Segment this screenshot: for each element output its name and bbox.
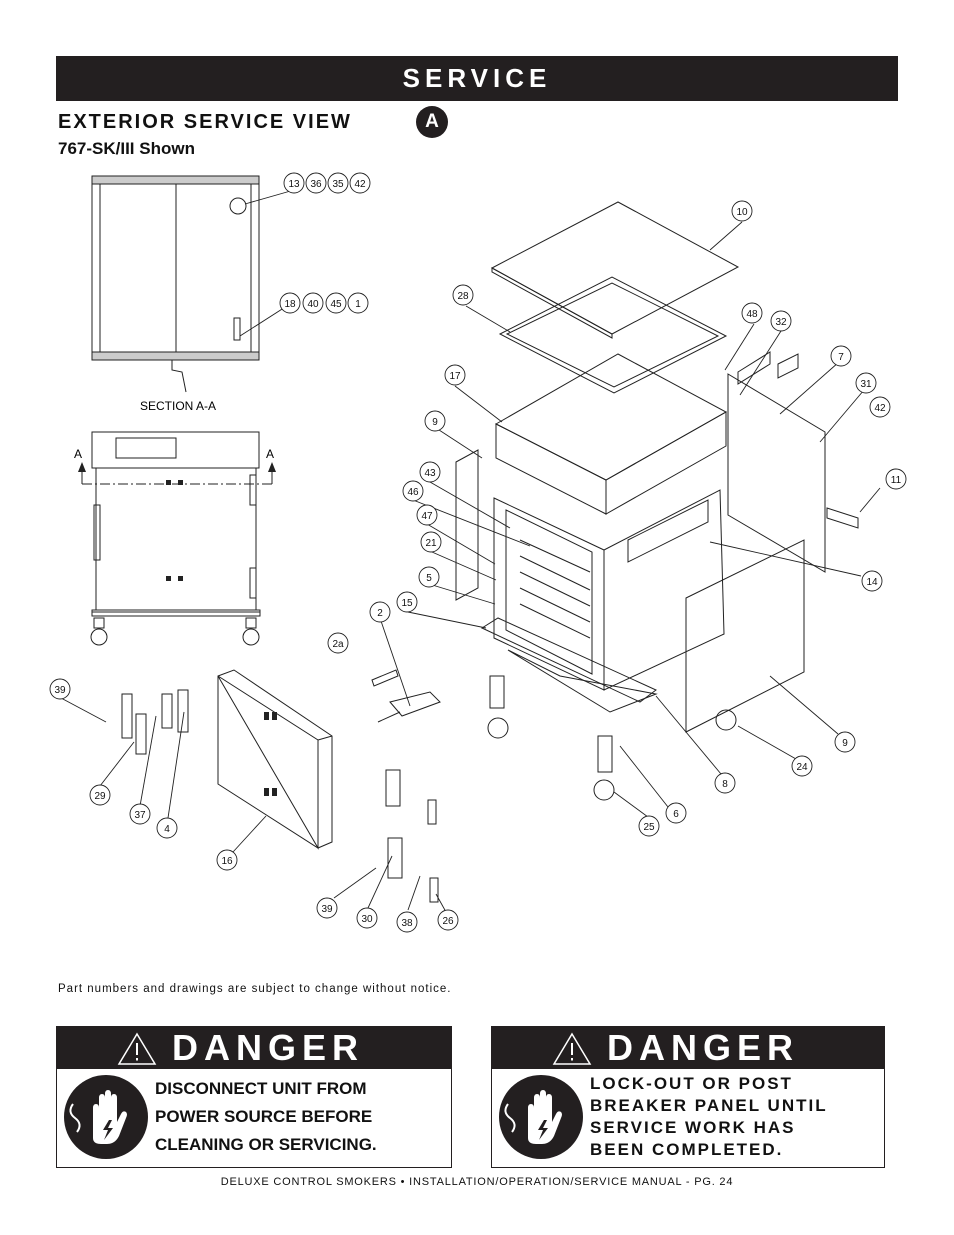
callout: 42 [874,403,886,414]
warning-triangle-icon [117,1032,157,1065]
callout: 24 [796,762,808,773]
callout: 7 [838,352,844,363]
danger-line: CLEANING OR SERVICING. [155,1135,377,1154]
warning-triangle-icon [552,1032,592,1065]
callout: 38 [401,918,413,929]
cut-label-left: A [74,447,82,461]
callout: 25 [643,822,655,833]
leader-lines [60,189,881,913]
callout: 32 [775,317,787,328]
callout: 2a [332,639,344,650]
callout: 21 [425,538,437,549]
section-aa-label: SECTION A-A [140,399,216,413]
callout: 16 [221,856,233,867]
callout: 8 [722,779,728,790]
callout: 47 [421,511,433,522]
danger-header-left: DANGER [57,1027,451,1069]
danger-body-right: LOCK-OUT OR POST BREAKER PANEL UNTIL SER… [492,1069,884,1165]
view-letter-badge: A [416,106,448,138]
service-title: SERVICE [402,63,552,93]
callout: 43 [424,468,436,479]
service-header-bar: SERVICE [56,56,898,101]
callout: 36 [310,179,322,190]
callout: 48 [746,309,758,320]
hand-shock-icon [499,1075,583,1159]
callout: 17 [449,371,461,382]
cabinet-exploded-drawing [371,201,859,801]
danger-heading-right: DANGER [607,1027,800,1068]
disclaimer-note: Part numbers and drawings are subject to… [58,983,452,995]
callout: 40 [307,299,319,310]
callout: 45 [330,299,342,310]
callout: 37 [134,810,146,821]
callout: 11 [891,475,902,486]
callout: 1 [355,299,361,310]
callout: 28 [457,291,469,302]
section-aa-drawing: SECTION A-A [91,175,260,413]
exterior-view-title: EXTERIOR SERVICE VIEW [58,111,352,133]
callout: 39 [54,685,66,696]
danger-message-left: DISCONNECT UNIT FROM POWER SOURCE BEFORE… [155,1075,377,1159]
callout: 35 [332,179,344,190]
callout-bubbles: 13 36 35 42 18 40 45 1 10 28 48 32 7 31 … [49,172,907,933]
callout: 18 [284,299,296,310]
callout: 10 [736,207,748,218]
callout: 6 [673,809,679,820]
hand-shock-icon-wrap [492,1074,590,1160]
callout: 46 [407,487,419,498]
danger-line: BREAKER PANEL UNTIL [590,1096,828,1115]
callout: 4 [164,824,170,835]
danger-message-right: LOCK-OUT OR POST BREAKER PANEL UNTIL SER… [590,1073,828,1161]
callout: 14 [866,577,878,588]
callout: 39 [321,904,333,915]
danger-line: BEEN COMPLETED. [590,1140,784,1159]
callout: 26 [442,916,454,927]
model-label: 767-SK/III Shown [58,139,195,158]
callout: 29 [94,791,106,802]
danger-line: DISCONNECT UNIT FROM [155,1079,367,1098]
front-elevation-drawing: A A [74,431,276,646]
exploded-diagram: SECTION A-A A A [49,172,907,933]
callout: 31 [860,379,872,390]
callout: 13 [288,179,300,190]
cut-label-right: A [266,447,274,461]
page-footer: DELUXE CONTROL SMOKERS • INSTALLATION/OP… [220,1176,734,1188]
hand-shock-icon [64,1075,148,1159]
door-hardware-drawing [121,669,439,903]
callout: 5 [426,573,432,584]
danger-line: LOCK-OUT OR POST [590,1074,793,1093]
danger-header-right: DANGER [492,1027,884,1069]
danger-line: SERVICE WORK HAS [590,1118,796,1137]
callout: 9 [842,738,848,749]
callout: 2 [377,608,383,619]
callout: 15 [401,598,413,609]
danger-heading-left: DANGER [172,1027,365,1068]
callout: 30 [361,914,373,925]
danger-box-right: DANGER LOCK-OUT OR POST BREAKER PANEL UN… [491,1026,885,1168]
danger-line: POWER SOURCE BEFORE [155,1107,373,1126]
danger-box-left: DANGER DISCONNECT UNIT FROM POWER SOURCE… [56,1026,452,1168]
hand-shock-icon-wrap [57,1074,155,1160]
callout: 9 [432,417,438,428]
callout: 42 [354,179,366,190]
danger-body-left: DISCONNECT UNIT FROM POWER SOURCE BEFORE… [57,1069,451,1165]
